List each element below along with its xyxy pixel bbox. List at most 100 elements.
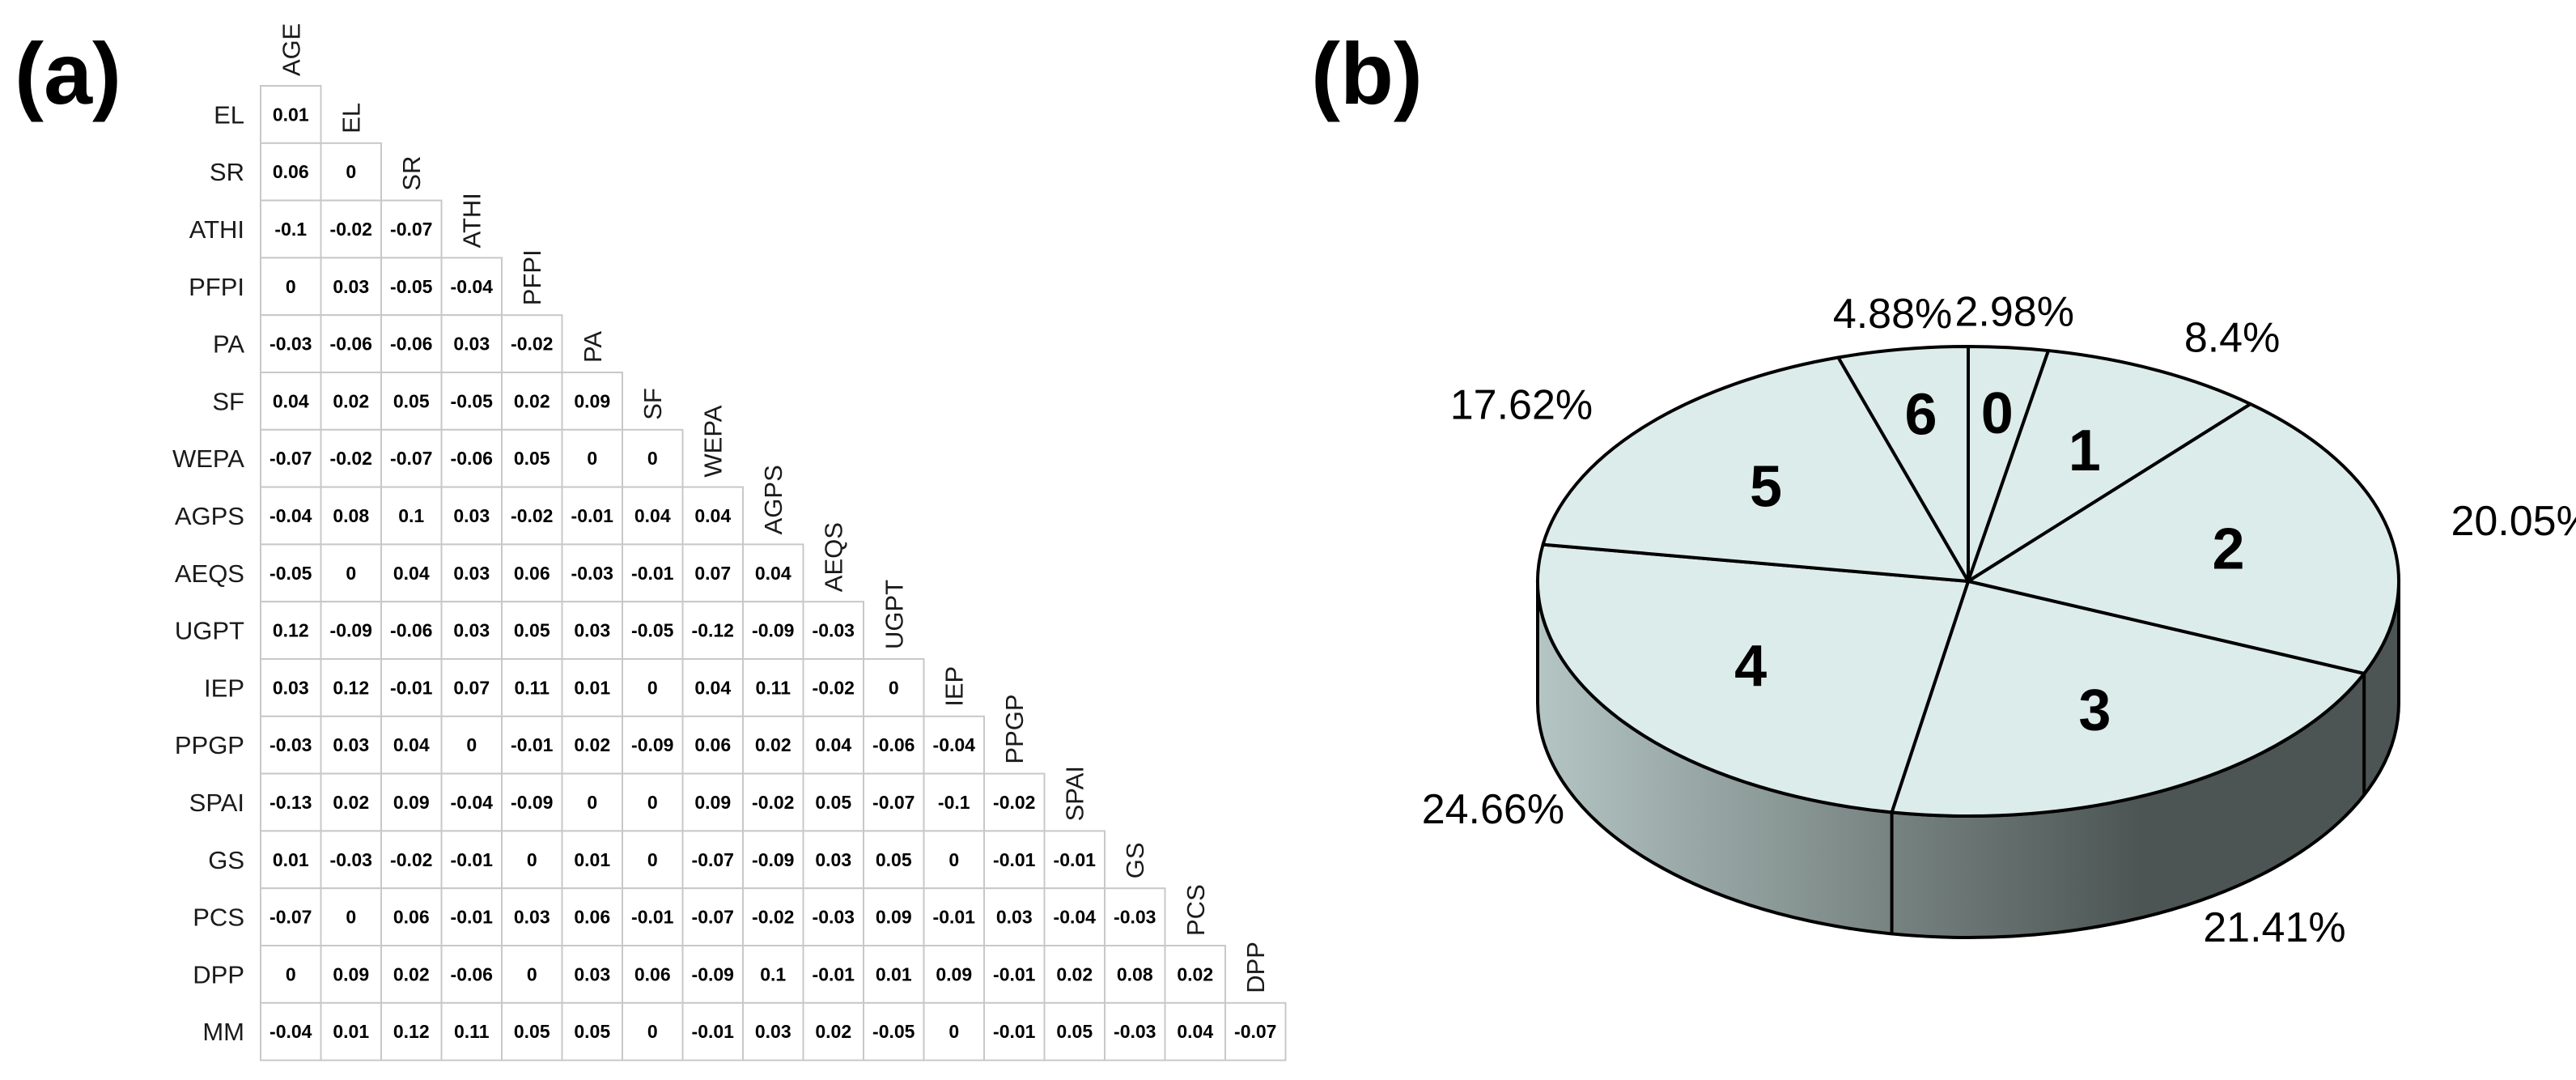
cell-value: -0.01 xyxy=(390,677,433,698)
heatmap-cell xyxy=(742,945,804,1004)
cell-value: -0.03 xyxy=(269,734,312,755)
cell-value: -0.01 xyxy=(571,505,614,526)
cell-value: 0 xyxy=(286,276,296,297)
cell-value: -0.09 xyxy=(752,620,794,641)
cell-value: -0.03 xyxy=(813,907,855,928)
cell-value: 0.12 xyxy=(393,1021,430,1042)
pie-slice-label: 3 xyxy=(2078,678,2111,742)
row-label: IEP xyxy=(204,674,244,702)
pie-slice-label: 5 xyxy=(1750,455,1782,520)
cell-value: 0.02 xyxy=(1177,963,1213,984)
cell-value: -0.01 xyxy=(993,849,1036,870)
row-label: AGPS xyxy=(175,502,244,530)
heatmap-cell xyxy=(742,601,804,661)
heatmap-cell xyxy=(561,830,623,890)
cell-value: -0.02 xyxy=(511,334,553,355)
cell-value: 0.03 xyxy=(514,907,550,928)
heatmap-cell xyxy=(802,715,864,775)
cell-value: 0.1 xyxy=(760,963,786,984)
heatmap-cell xyxy=(320,372,382,431)
cell-value: 0.03 xyxy=(453,505,490,526)
pie-slice-label: 6 xyxy=(1904,383,1937,448)
cell-value: 0 xyxy=(527,963,537,984)
heatmap-cell xyxy=(1104,1001,1166,1061)
column-label: DPP xyxy=(1241,942,1270,993)
heatmap-cell xyxy=(380,486,443,546)
heatmap-cell xyxy=(983,772,1046,832)
row-label: UGPT xyxy=(175,617,244,645)
heatmap-cell xyxy=(320,601,382,661)
column-label: WEPA xyxy=(699,405,728,477)
cell-value: 0.03 xyxy=(453,334,490,355)
heatmap-cell xyxy=(863,715,925,775)
pie-slice-5 xyxy=(1541,355,1970,583)
row-label: AEQS xyxy=(175,559,244,588)
cell-value: 0.04 xyxy=(694,677,731,698)
heatmap-cell xyxy=(440,715,503,775)
cell-value: -0.09 xyxy=(752,849,794,870)
cell-value: 0 xyxy=(647,849,658,870)
cell-value: 0.04 xyxy=(634,505,671,526)
heatmap-cell xyxy=(501,601,563,661)
heatmap-cell xyxy=(380,199,443,259)
heatmap-cell xyxy=(260,372,322,431)
cell-value: 0.12 xyxy=(333,677,369,698)
cell-value: 0.05 xyxy=(514,448,550,469)
cell-value: -0.13 xyxy=(269,792,312,813)
cell-value: -0.07 xyxy=(692,849,734,870)
heatmap-cell xyxy=(380,372,443,431)
cell-value: -0.01 xyxy=(631,563,674,584)
cell-value: -0.05 xyxy=(390,276,433,297)
column-label: PA xyxy=(579,331,607,363)
cell-value: 0 xyxy=(346,907,356,928)
row-label: PPGP xyxy=(175,731,244,759)
cell-value: -0.02 xyxy=(511,505,553,526)
pie-slice-6 xyxy=(1836,345,1970,583)
column-label: PFPI xyxy=(518,249,546,305)
heatmap-cell xyxy=(1043,1001,1106,1061)
cell-value: -0.03 xyxy=(1114,1021,1156,1042)
heatmap-cell xyxy=(440,830,503,890)
cell-value: -0.12 xyxy=(692,620,734,641)
row-label: PFPI xyxy=(189,273,244,301)
cell-value: -0.04 xyxy=(269,505,312,526)
cell-value: -0.03 xyxy=(1114,907,1156,928)
cell-value: 0.08 xyxy=(1117,963,1153,984)
cell-value: 0.03 xyxy=(815,849,851,870)
heatmap-cell xyxy=(681,945,744,1004)
cell-value: 0.04 xyxy=(815,734,851,755)
heatmap-cell xyxy=(320,715,382,775)
cell-value: -0.02 xyxy=(752,907,794,928)
heatmap-cell xyxy=(742,543,804,603)
heatmap-cell xyxy=(681,715,744,775)
cell-value: -0.03 xyxy=(813,620,855,641)
row-label: GS xyxy=(208,846,244,874)
column-label: PCS xyxy=(1182,884,1210,936)
heatmap-cell xyxy=(380,601,443,661)
heatmap-cell xyxy=(802,601,864,661)
heatmap-cell xyxy=(923,1001,985,1061)
heatmap-cell xyxy=(1043,887,1106,946)
heatmap-cell xyxy=(923,830,985,890)
heatmap-cell xyxy=(863,887,925,946)
cell-value: 0.05 xyxy=(514,620,550,641)
cell-value: 0.09 xyxy=(574,390,610,411)
cell-value: 0.02 xyxy=(333,390,369,411)
cell-value: -0.06 xyxy=(390,334,432,355)
cell-value: 0.09 xyxy=(333,963,369,984)
heatmap-cell xyxy=(1043,830,1106,890)
cell-value: -0.02 xyxy=(330,448,372,469)
cell-value: -0.05 xyxy=(872,1021,915,1042)
cell-value: -0.01 xyxy=(451,849,494,870)
column-label: PPGP xyxy=(1000,694,1029,763)
cell-value: 0.06 xyxy=(574,907,610,928)
heatmap-cell xyxy=(1104,887,1166,946)
column-label: UGPT xyxy=(880,580,908,649)
cell-value: 0 xyxy=(647,1021,658,1042)
heatmap-cell xyxy=(260,85,322,144)
pie-slice-3 xyxy=(1890,580,2366,819)
column-label: SR xyxy=(397,156,426,191)
heatmap-cell xyxy=(681,486,744,546)
heatmap-cell xyxy=(742,658,804,717)
